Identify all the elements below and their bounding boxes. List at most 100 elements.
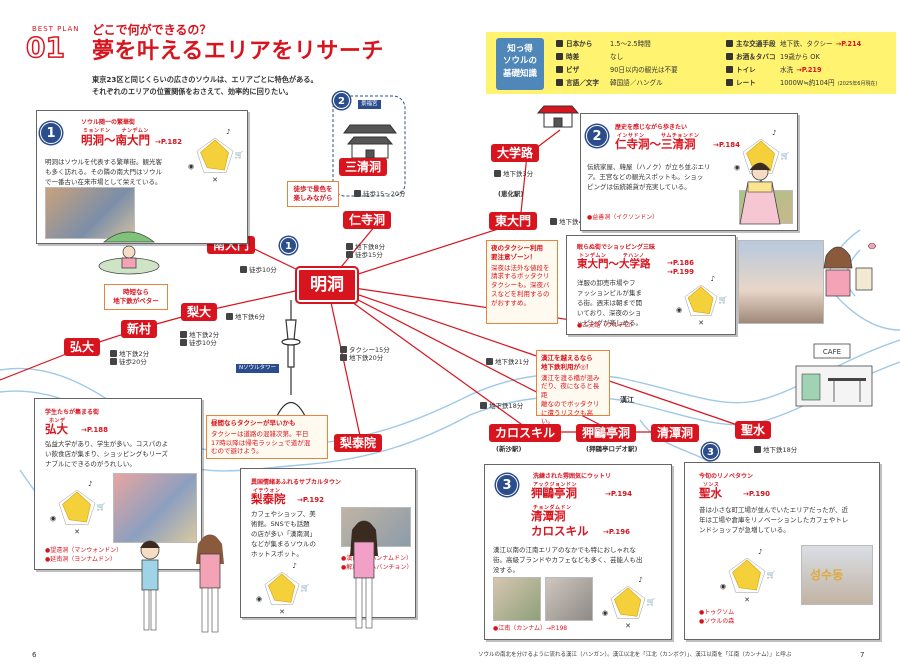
utensils-icon: ✕	[758, 177, 764, 184]
card-title: 聖水	[699, 486, 722, 500]
page-ref[interactable]: →P.194	[605, 490, 632, 498]
place-ewha[interactable]: 梨大	[181, 303, 218, 322]
place-hongdae[interactable]: 弘大	[64, 338, 101, 357]
place-garosugil[interactable]: カロスキル	[489, 424, 562, 443]
transport-seongsu-myeongdong: 地下鉄18分	[754, 446, 797, 454]
palace-zone	[332, 95, 406, 197]
place-seongsu[interactable]: 聖水	[735, 421, 772, 440]
day-taxi-callout: 昼間ならタクシーが早いかも タクシーは道路の混雑次第。平日 17時以降は帰宅ラッ…	[206, 415, 328, 459]
place-itaewon[interactable]: 梨泰院	[334, 434, 383, 453]
area-number-1: 1	[40, 122, 62, 144]
page-ref[interactable]: →P.190	[743, 490, 770, 498]
shopping-cart-icon: 🛒	[647, 597, 655, 606]
utensils-icon: ✕	[74, 528, 80, 535]
radar-fill	[687, 286, 714, 315]
place-insadong[interactable]: 仁寺洞	[343, 211, 392, 230]
area-card-itaewon[interactable]: 異国情緒あふれるサブカルタウン イテウォン 梨泰院 →P.192 カフェやショッ…	[240, 468, 416, 618]
place-cheongdam[interactable]: 清潭洞	[651, 424, 700, 443]
page-ref-2[interactable]: →P.199	[667, 268, 694, 276]
radar-fill	[200, 139, 229, 171]
shopping-cart-icon: 🛒	[719, 295, 727, 304]
area-card-apgujeong[interactable]: 洗練された雰囲気にウットリ アックジョンドン 狎鷗亭洞 →P.194 チョンダム…	[484, 464, 672, 640]
footer-note: ソウルの南北を分けるように流れる漢江（ハンガン）。漢江以北を「江北（カンボク）」…	[478, 652, 792, 658]
page-ref[interactable]: →P.192	[297, 496, 324, 504]
area-card-dongdaemun[interactable]: 眠らぬ街でショッピング三昧 トンデムン テハンノ 東大門〜大学路 →P.186 …	[566, 235, 736, 335]
camera-icon: ◉	[188, 162, 194, 170]
walk-icon	[110, 358, 117, 366]
music-icon: ♪	[292, 562, 296, 570]
place-sinchon[interactable]: 新村	[121, 320, 158, 339]
camera-icon: ◉	[50, 514, 56, 522]
palace-label: 景福宮	[358, 100, 381, 109]
yen-icon	[726, 79, 733, 86]
transport-ewha-myeongdong: 地下鉄6分	[226, 313, 265, 321]
myeongdong-photo	[45, 187, 135, 239]
music-icon: ♪	[758, 548, 762, 556]
page-ref-2[interactable]: →P.196	[603, 528, 630, 536]
subway-icon	[346, 243, 353, 250]
transport-myeongdong-apgujeong: 地下鉄21分	[486, 358, 529, 366]
radar-fill	[613, 587, 642, 617]
area-card-myeongdong[interactable]: ソウル随一の繁華街 ミョンドン ナンデムン 明洞〜南大門 →P.182 明洞はソ…	[36, 110, 248, 244]
walk-icon	[240, 266, 247, 273]
info-page-ref[interactable]: →P.219	[796, 66, 822, 74]
card-desc: カフェやショップ、美 術館。SNSでも話題 の店が多い「漢南洞」 などが集まるソ…	[251, 510, 316, 559]
area-card-seongsu[interactable]: 今旬のリノベタウン ソンス 聖水 →P.190 昔は小さな町工場が並んでいたエリ…	[684, 462, 880, 640]
place-dongdaemun[interactable]: 東大門	[489, 212, 538, 231]
lead-text: 東京23区と同じくらいの広さのソウルは、エリアごとに特色がある。 それぞれのエリ…	[92, 75, 318, 96]
page-ref[interactable]: →P.182	[155, 138, 182, 146]
music-icon: ♪	[88, 480, 92, 488]
transport-hongdae-sinchon: 地下鉄2分徒歩20分	[110, 350, 149, 367]
place-apgujeong[interactable]: 狎鷗亭洞	[576, 424, 637, 443]
cafe-sign-text: CAFE	[823, 348, 841, 356]
daehakro-station: (恵化駅)	[498, 190, 524, 198]
transport-insadong-myeongdong: 地下鉄8分徒歩15分	[346, 243, 385, 260]
place-myeongdong[interactable]: 明洞	[297, 268, 357, 303]
walking-woman-illustration	[350, 520, 378, 629]
cafe-illustration: CAFE	[795, 343, 873, 407]
plane-icon	[556, 40, 563, 47]
subway-icon	[340, 354, 347, 362]
clock-icon	[556, 53, 563, 60]
subway-tip-callout: 時短なら 地下鉄がベター	[104, 284, 168, 310]
hongdae-photo	[113, 473, 197, 543]
seongsu-sign-text: 성수동	[810, 568, 844, 582]
area-number-1-map: 1	[280, 237, 297, 254]
radar-fill	[267, 573, 296, 603]
card-title: 弘大	[45, 422, 68, 436]
music-icon: ♪	[638, 576, 642, 584]
area-number-3-map: 3	[702, 443, 719, 460]
page-ref[interactable]: →P.184	[713, 141, 740, 149]
camera-icon: ◉	[676, 306, 682, 314]
river-label: 漢江	[620, 396, 634, 404]
place-samcheongdong[interactable]: 三清洞	[339, 158, 388, 177]
transport-insadong-samcheong: 徒歩15〜20分	[354, 190, 406, 198]
utensils-icon: ✕	[698, 319, 704, 326]
area-number-2: 2	[586, 125, 608, 147]
transport-myeongdong-garosugil: 地下鉄18分	[480, 402, 523, 410]
area-card-hongdae[interactable]: 学生たちが集まる街 ホンデ 弘大 →P.188 弘益大学があり、学生が多い。コス…	[34, 398, 202, 570]
card-desc: 洋服の卸売市場やフ ァッションビルが集ま る街。週末は朝まで開 いており、深夜の…	[577, 279, 642, 328]
garosugil-station: (新沙駅)	[496, 445, 522, 453]
camera-icon: ◉	[256, 595, 262, 603]
shopping-cart-icon: 🛒	[235, 150, 243, 159]
card-title: 東大門〜大学路	[577, 258, 651, 270]
music-icon: ♪	[226, 128, 230, 136]
page-title: 夢を叶えるエリアをリサーチ	[92, 39, 384, 64]
transport-daehakro-dongdaemun: 地下鉄3分	[494, 170, 533, 178]
speech-icon	[556, 79, 563, 86]
page-number-left: 6	[32, 651, 37, 659]
radar-fill	[732, 559, 761, 591]
walk-icon	[346, 251, 353, 259]
shopping-cart-icon: 🛒	[781, 151, 789, 160]
info-page-ref[interactable]: →P.214	[835, 40, 862, 48]
page-ref[interactable]: →P.188	[81, 426, 108, 434]
shopping-cart-icon: 🛒	[301, 583, 309, 592]
basic-info-panel	[486, 32, 896, 94]
subway-icon	[754, 446, 761, 453]
music-icon: ♪	[711, 275, 715, 283]
place-daehakro[interactable]: 大学路	[491, 144, 540, 163]
card-title: 梨泰院	[251, 492, 286, 506]
page-ref[interactable]: →P.186	[667, 259, 694, 267]
